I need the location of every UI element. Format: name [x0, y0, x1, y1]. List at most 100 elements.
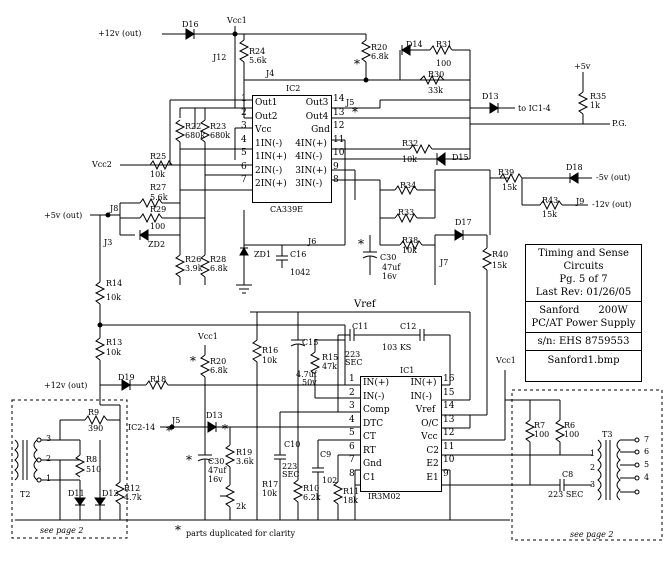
- label-vr-2k: 2k: [236, 502, 246, 511]
- label-r35-value: 1k: [590, 101, 600, 110]
- label-c10-value: 223: [282, 462, 298, 471]
- label-c30-top-value: 47uf: [382, 263, 401, 272]
- label-r33: R33: [398, 208, 415, 217]
- ic1-pin-15-name: IN(-): [410, 391, 433, 402]
- label-r11-value: 18k: [343, 496, 359, 505]
- label-12v-out-top: +12v (out): [98, 29, 142, 38]
- label-c8: C8: [562, 470, 574, 479]
- label-vcc1-right: Vcc1: [496, 356, 516, 365]
- label-r27: R27: [150, 183, 167, 192]
- label-r20-top: R20: [371, 43, 388, 52]
- transformer-t3-icon: [597, 439, 602, 501]
- label-r14-value: 10k: [106, 293, 122, 302]
- label-r8-value: 510: [86, 465, 102, 474]
- star-5: *: [166, 424, 172, 438]
- ic2-pin-8-number: 8: [333, 175, 339, 185]
- star-2: *: [352, 105, 358, 119]
- label-r39: R39: [498, 168, 515, 177]
- label-d13-mid: D13: [206, 411, 223, 420]
- label-minus12v: -12v (out): [592, 200, 632, 209]
- label-r26: R26: [185, 255, 202, 264]
- label-r16: R16: [262, 346, 279, 355]
- label-r22-value: 680k: [185, 131, 206, 140]
- label-r24-value: 5.6k: [249, 56, 267, 65]
- label-r39-value: 15k: [502, 183, 518, 192]
- ic2-pin-6-name: 2IN(-): [255, 165, 283, 176]
- label-vref: Vref: [354, 299, 376, 310]
- label-c9: C9: [320, 450, 332, 459]
- label-r20-top-value: 6.8k: [371, 52, 389, 61]
- ic2-pin-4-number: 4: [241, 134, 247, 145]
- label-r34: R34: [400, 181, 417, 190]
- ic1-pin-10-name: E2: [426, 459, 439, 469]
- ic2-pin-12-number: 12: [333, 121, 345, 131]
- label-d12: D12: [102, 489, 119, 498]
- label-d13-top: D13: [482, 92, 499, 101]
- label-c16-value: 1042: [290, 268, 311, 277]
- ic2-pin-13-name: Out4: [305, 111, 329, 122]
- label-c15-voltage: 50v: [302, 378, 317, 387]
- label-t3: T3: [602, 430, 613, 439]
- label-c11-type: SEC: [345, 358, 363, 367]
- tb-page: Pg. 5 of 7: [559, 274, 608, 285]
- ic2-pin-14-name: Out3: [305, 98, 329, 108]
- label-see-page-2-right: see page 2: [570, 530, 614, 539]
- label-r13: R13: [106, 338, 123, 347]
- label-j5-mid: J5: [172, 416, 181, 425]
- ic1-pin-5-name: CT: [363, 432, 376, 442]
- ic1-pin-10-number: 10: [443, 455, 455, 465]
- ic1-pin-5-number: 5: [349, 428, 355, 438]
- label-c8-value: 223 SEC: [548, 490, 584, 499]
- ic2-pin-4-name: 1IN(-): [255, 138, 283, 149]
- label-5v-right: +5v: [574, 62, 591, 71]
- ic2-part: CA339E: [270, 205, 304, 214]
- label-r7-value: 100: [534, 430, 550, 439]
- ic1-pin-8-name: C1: [363, 472, 376, 483]
- label-c9-value: 102: [322, 476, 338, 485]
- label-c30-top: C30: [380, 253, 397, 262]
- label-r10-value: 6.2k: [303, 493, 321, 502]
- label-minus5v: -5v (out): [596, 173, 631, 182]
- label-c30-mid: C30: [208, 457, 225, 466]
- ic2-pin-10-number: 10: [333, 148, 345, 158]
- label-r28: R28: [210, 255, 227, 264]
- ic2-pin-11-name: 4IN(+): [295, 138, 327, 149]
- ic1-pin-8-number: 8: [349, 468, 355, 479]
- ic1-pin-7-number: 7: [349, 455, 355, 465]
- label-r26-value: 3.9k: [185, 264, 203, 273]
- t3-pin-3: 3: [590, 480, 596, 489]
- label-r29: R29: [150, 205, 167, 214]
- label-r22: R22: [185, 122, 202, 131]
- label-r23-value: 680k: [210, 131, 231, 140]
- label-j6: J6: [308, 237, 317, 246]
- tb-product: PC/AT Power Supply: [531, 318, 636, 329]
- tb-last-rev: Last Rev: 01/26/05: [535, 287, 632, 298]
- label-r17-value: 10k: [262, 489, 278, 498]
- ic1-pin-2-number: 2: [349, 387, 355, 398]
- tb-file: Sanford1.bmp: [547, 355, 620, 366]
- ic2-pin-8-name: 3IN(-): [295, 179, 323, 189]
- label-r8: R8: [86, 455, 98, 464]
- ic2-pin-3-number: 3: [241, 121, 247, 131]
- t2-pin-1: 1: [46, 474, 52, 483]
- label-c11-value: 223: [345, 350, 361, 359]
- label-r20-mid-value: 6.8k: [210, 366, 228, 375]
- t3-pin-6: 6: [644, 447, 650, 456]
- label-vcc1-mid: Vcc1: [198, 332, 218, 341]
- label-12v-mid: +12v (out): [44, 381, 88, 390]
- ic2-pin-7-name: 2IN(+): [255, 179, 287, 189]
- star-4: *: [190, 354, 196, 368]
- ic1-pin-3-name: Comp: [363, 405, 390, 415]
- label-d16: D16: [182, 20, 199, 29]
- t2-pin-2: 2: [46, 454, 52, 463]
- label-r9: R9: [88, 408, 100, 417]
- ic2-comparator: [252, 95, 332, 203]
- label-r9-value: 390: [88, 424, 104, 433]
- label-r30: R30: [428, 70, 445, 79]
- ic1-pin-14-number: 14: [443, 401, 455, 411]
- ic1-pin-13-number: 13: [443, 414, 455, 425]
- label-t2: T2: [20, 490, 31, 499]
- title-block: Timing and Sense Circuits Pg. 5 of 7 Las…: [525, 244, 642, 382]
